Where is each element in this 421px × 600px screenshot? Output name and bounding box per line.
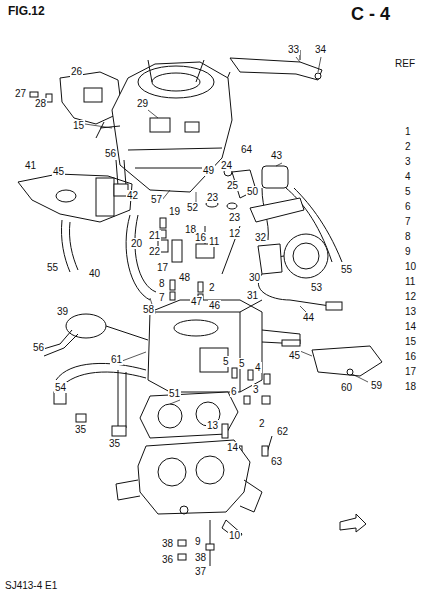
callout-number: 44 bbox=[302, 312, 315, 323]
callout-number: 15 bbox=[72, 120, 85, 131]
callout-number: 13 bbox=[206, 420, 219, 431]
callout-number: 17 bbox=[156, 262, 169, 273]
callout-number: 39 bbox=[56, 306, 69, 317]
callout-number: 7 bbox=[158, 292, 166, 303]
callout-number: 46 bbox=[208, 300, 221, 311]
callout-number: 3 bbox=[252, 384, 260, 395]
callout-number: 11 bbox=[208, 236, 220, 247]
callout-number: 23 bbox=[206, 192, 219, 203]
callout-number: 63 bbox=[270, 456, 283, 467]
callout-number: 51 bbox=[168, 388, 181, 399]
callout-number: 43 bbox=[270, 150, 283, 161]
reference-number: 2 bbox=[404, 141, 412, 152]
callout-number: 60 bbox=[340, 382, 353, 393]
callout-number: 23 bbox=[228, 212, 241, 223]
callout-number: 52 bbox=[186, 202, 199, 213]
callout-number: 38 bbox=[161, 538, 174, 549]
callout-number: 26 bbox=[70, 66, 83, 77]
reference-number: 17 bbox=[404, 366, 417, 377]
callout-number: 49 bbox=[202, 165, 215, 176]
reference-number: 4 bbox=[404, 171, 412, 182]
callout-number: 25 bbox=[226, 180, 239, 191]
callout-number: 54 bbox=[54, 382, 67, 393]
reference-number: 7 bbox=[404, 216, 412, 227]
callout-number: 4 bbox=[254, 362, 262, 373]
reference-number: 15 bbox=[404, 336, 417, 347]
callout-number: 22 bbox=[148, 246, 161, 257]
callout-number: 53 bbox=[310, 282, 323, 293]
reference-number: 1 bbox=[404, 126, 412, 137]
reference-number: 8 bbox=[404, 231, 412, 242]
figure-title: FIG.12 bbox=[8, 4, 45, 18]
callout-number: 5 bbox=[222, 356, 230, 367]
reference-number: 12 bbox=[404, 291, 417, 302]
callout-number: 61 bbox=[110, 354, 123, 365]
reference-number: 14 bbox=[404, 321, 417, 332]
callout-number: 55 bbox=[46, 262, 59, 273]
callout-number: 56 bbox=[104, 148, 117, 159]
reference-number: 11 bbox=[404, 276, 416, 287]
callout-number: 8 bbox=[158, 278, 166, 289]
callout-number: 5 bbox=[238, 358, 246, 369]
callout-number: 30 bbox=[248, 272, 261, 283]
callout-number: 37 bbox=[194, 566, 207, 577]
callout-number: 50 bbox=[246, 186, 259, 197]
callout-number: 48 bbox=[178, 272, 191, 283]
callout-number: 12 bbox=[228, 228, 241, 239]
reference-number: 10 bbox=[404, 261, 417, 272]
callout-number: 19 bbox=[168, 206, 181, 217]
callout-number: 55 bbox=[340, 264, 353, 275]
callout-number: 24 bbox=[220, 160, 233, 171]
callout-number: 45 bbox=[288, 350, 301, 361]
callout-number: 34 bbox=[314, 44, 327, 55]
callout-number: 20 bbox=[130, 238, 143, 249]
callout-number: 21 bbox=[148, 230, 161, 241]
callout-number: 40 bbox=[88, 268, 101, 279]
callout-number: 41 bbox=[24, 160, 37, 171]
reference-number: 6 bbox=[404, 201, 412, 212]
callout-number: 36 bbox=[161, 554, 174, 565]
callout-number: 16 bbox=[194, 232, 207, 243]
reference-number: 9 bbox=[404, 246, 412, 257]
callout-number: 47 bbox=[190, 296, 203, 307]
callout-number: 32 bbox=[254, 232, 267, 243]
reference-heading: REF bbox=[394, 58, 416, 69]
callout-number: 35 bbox=[108, 438, 121, 449]
callout-number: 10 bbox=[228, 530, 241, 541]
callout-number: 29 bbox=[136, 98, 149, 109]
callout-number: 6 bbox=[230, 386, 238, 397]
drawing-code: SJ413-4 E1 bbox=[4, 580, 58, 591]
callout-number: 64 bbox=[240, 144, 253, 155]
callout-number: 56 bbox=[32, 342, 45, 353]
callout-number: 2 bbox=[258, 418, 266, 429]
callout-number: 31 bbox=[246, 290, 259, 301]
callout-number: 45 bbox=[52, 166, 65, 177]
callout-number: 9 bbox=[194, 536, 202, 547]
reference-number: 18 bbox=[404, 381, 417, 392]
reference-number: 16 bbox=[404, 351, 417, 362]
callout-number: 28 bbox=[34, 98, 47, 109]
callout-number: 62 bbox=[276, 426, 289, 437]
callout-number: 35 bbox=[74, 424, 87, 435]
callout-number: 38 bbox=[194, 552, 207, 563]
callout-number: 42 bbox=[126, 190, 139, 201]
reference-number: 13 bbox=[404, 306, 417, 317]
page-code: C - 4 bbox=[350, 4, 391, 24]
callout-number: 27 bbox=[14, 88, 27, 99]
callout-number: 2 bbox=[208, 282, 216, 293]
reference-number: 5 bbox=[404, 186, 412, 197]
callout-number: 58 bbox=[142, 304, 155, 315]
reference-number: 3 bbox=[404, 156, 412, 167]
callout-number: 57 bbox=[150, 194, 163, 205]
callout-number: 33 bbox=[287, 44, 300, 55]
callout-number: 59 bbox=[370, 380, 383, 391]
callout-number: 14 bbox=[226, 442, 239, 453]
